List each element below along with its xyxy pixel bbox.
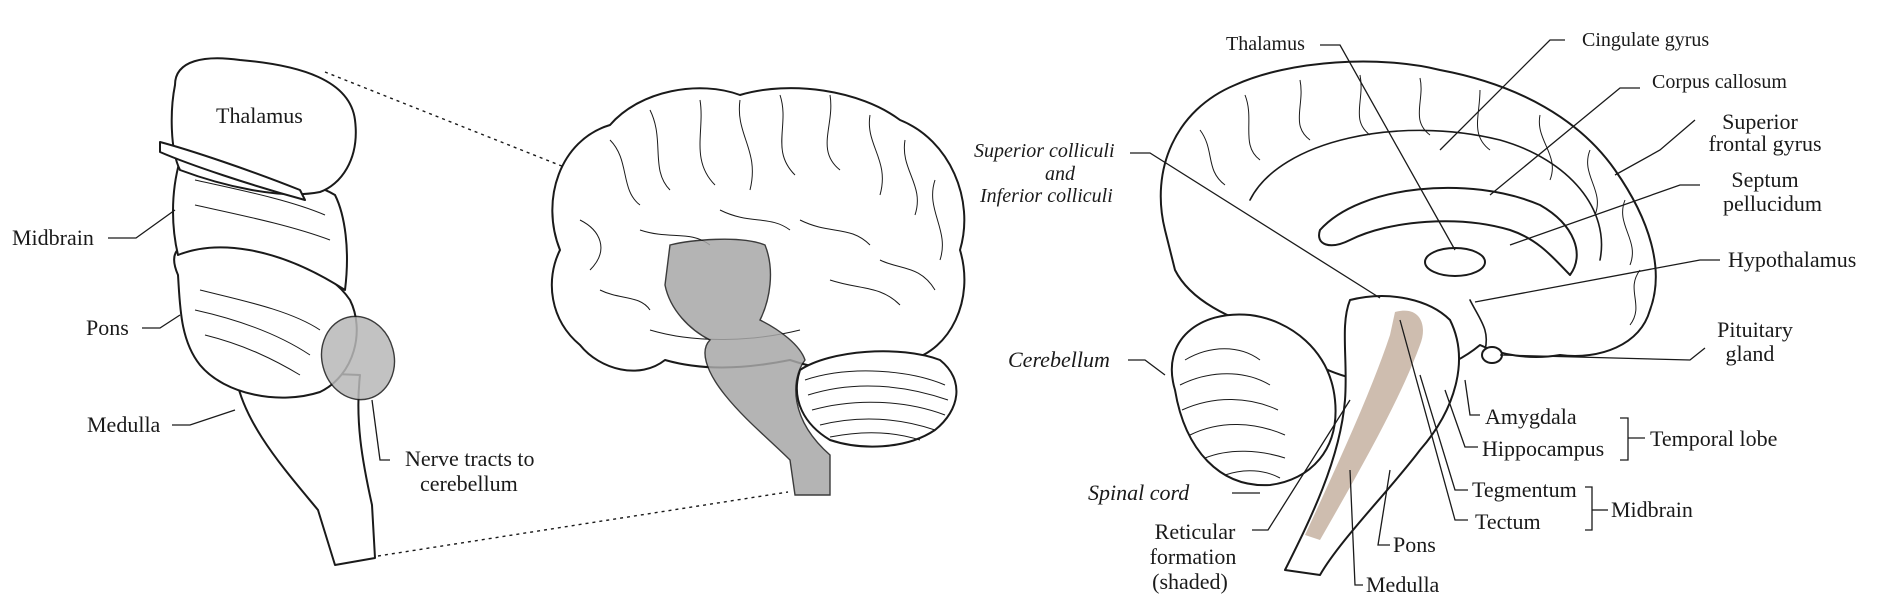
midsagittal-illustration bbox=[1159, 60, 1657, 576]
corpus-callosum-shape bbox=[1318, 186, 1578, 276]
nerve-tracts-shape bbox=[320, 315, 396, 401]
label-medulla-left: Medulla bbox=[87, 412, 161, 437]
pituitary-shape bbox=[1481, 346, 1503, 364]
label-temporal-lobe: Temporal lobe bbox=[1650, 426, 1778, 451]
label-midbrain-left: Midbrain bbox=[12, 225, 94, 250]
thalamus-shape bbox=[1424, 247, 1486, 277]
label-superior-frontal-1: Superior bbox=[1722, 109, 1798, 134]
label-amygdala: Amygdala bbox=[1485, 404, 1577, 429]
label-corpus-callosum: Corpus callosum bbox=[1652, 71, 1787, 93]
brainstem-illustration bbox=[159, 57, 789, 566]
label-medulla-right: Medulla bbox=[1366, 572, 1440, 597]
label-and: and bbox=[1045, 163, 1075, 185]
label-pons-right: Pons bbox=[1393, 532, 1436, 557]
reticular-formation-shade bbox=[1305, 310, 1423, 540]
label-reticular-2: formation bbox=[1149, 544, 1237, 569]
label-nerve-tracts-line2: cerebellum bbox=[420, 471, 518, 496]
cingulate-gyrus-shape bbox=[1249, 129, 1603, 261]
label-midbrain-right: Midbrain bbox=[1611, 497, 1693, 522]
label-pituitary-2: gland bbox=[1725, 341, 1775, 366]
hypothalamus-shape bbox=[1469, 299, 1488, 351]
lateral-brain-illustration bbox=[550, 87, 966, 496]
label-thalamus-left: Thalamus bbox=[216, 103, 303, 128]
label-cerebellum: Cerebellum bbox=[1008, 347, 1110, 372]
label-superior-colliculi: Superior colliculi bbox=[974, 140, 1115, 162]
label-hypothalamus: Hypothalamus bbox=[1728, 247, 1857, 272]
label-septum-2: pellucidum bbox=[1723, 191, 1822, 216]
label-tegmentum: Tegmentum bbox=[1472, 477, 1577, 502]
cerebellum-shape bbox=[795, 350, 958, 448]
label-septum-1: Septum bbox=[1731, 167, 1799, 192]
label-inferior-colliculi: Inferior colliculi bbox=[980, 185, 1113, 207]
cerebrum-outline bbox=[550, 87, 966, 373]
brainstem-medulla-shape bbox=[234, 369, 376, 566]
label-hippocampus: Hippocampus bbox=[1482, 436, 1605, 461]
brainstem-highlight bbox=[664, 238, 831, 496]
label-reticular-3: (shaded) bbox=[1152, 569, 1228, 594]
label-nerve-tracts-line1: Nerve tracts to bbox=[405, 446, 535, 471]
leader-lines bbox=[108, 39, 1720, 586]
label-pons-left: Pons bbox=[86, 315, 129, 340]
label-superior-frontal-2: frontal gyrus bbox=[1708, 131, 1822, 156]
label-tectum: Tectum bbox=[1475, 509, 1541, 534]
label-cingulate-gyrus: Cingulate gyrus bbox=[1582, 29, 1710, 51]
label-spinal-cord: Spinal cord bbox=[1088, 480, 1190, 505]
label-pituitary-1: Pituitary bbox=[1717, 317, 1793, 342]
label-thalamus-right: Thalamus bbox=[1226, 33, 1305, 55]
label-reticular-1: Reticular bbox=[1154, 519, 1236, 544]
